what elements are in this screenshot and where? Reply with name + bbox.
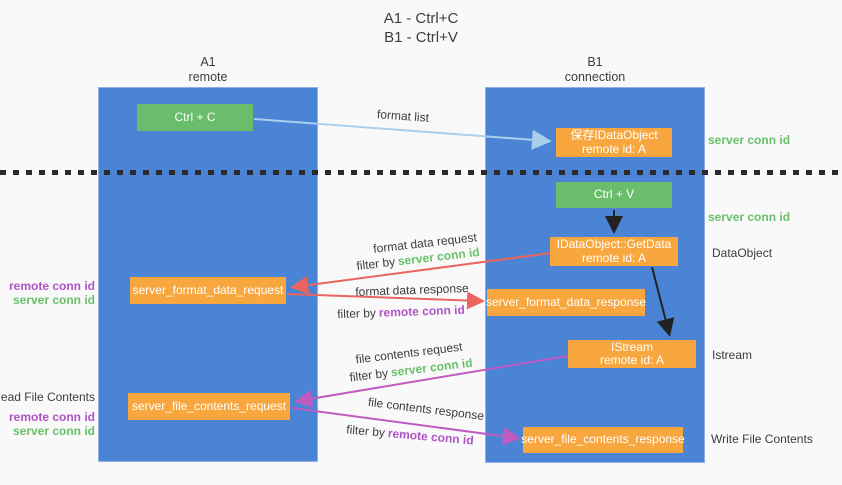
istream-side-label: Istream [712, 348, 753, 362]
server-file-contents-response-node: server_file_contents_response [521, 427, 685, 453]
ctrl-v-label: Ctrl + V [593, 187, 635, 202]
istream-line1: IStream [610, 339, 653, 354]
filter-by-text: filter by [348, 365, 389, 385]
filter-by-text: filter by [336, 305, 377, 322]
column-b-role: connection [564, 70, 626, 84]
dashed-divider [0, 170, 842, 175]
server-conn-id-label-file: server conn id [12, 424, 95, 438]
remote-conn-id-label-format: remote conn id [8, 279, 95, 293]
file-contents-response-text: file contents response [367, 394, 485, 424]
ctrl-v-node: Ctrl + V [556, 182, 672, 208]
save-idataobject-line1: 保存IDataObject [570, 128, 658, 142]
ctrl-c-label: Ctrl + C [174, 109, 216, 124]
idataobject-getdata-line2: remote id: A [581, 250, 647, 265]
column-b-name: B1 [587, 55, 603, 69]
server-file-contents-request-node: server_file_contents_request [128, 393, 290, 420]
istream-line2: remote id: A [599, 353, 665, 367]
remote-conn-id-key: remote conn id [387, 426, 475, 448]
read-file-contents-label: Read File Contents [0, 390, 95, 404]
server-conn-id-label-top: server conn id [708, 133, 791, 147]
server-format-data-response-node: server_format_data_response [485, 289, 647, 316]
server-file-contents-request-label: server_file_contents_request [131, 398, 287, 413]
write-file-contents-label: Write File Contents [711, 432, 813, 446]
server-conn-id-label-mid: server conn id [708, 210, 791, 224]
remote-conn-id-label-file: remote conn id [8, 410, 95, 424]
filter-by-text: filter by [355, 254, 396, 273]
format-data-response-text: format data response [355, 281, 469, 299]
server-file-contents-response-label: server_file_contents_response [521, 432, 685, 447]
diagram-title: A1 - Ctrl+C B1 - Ctrl+V [0, 9, 842, 47]
ctrl-c-node: Ctrl + C [137, 104, 253, 131]
format-list-flow-label: format list [377, 107, 430, 125]
server-conn-id-label-format: server conn id [12, 293, 95, 307]
format-data-response-flow-label: format data response [355, 281, 469, 299]
idataobject-getdata-line1: IDataObject::GetData [556, 237, 672, 251]
title-line-1: A1 - Ctrl+C [383, 10, 459, 27]
save-idataobject-node: 保存IDataObject remote id: A [556, 128, 672, 157]
filter-by-text: filter by [345, 422, 386, 440]
title-line-2: B1 - Ctrl+V [384, 29, 458, 46]
server-format-data-request-label: server_format_data_request [132, 282, 284, 297]
column-a-role: remote [188, 70, 228, 84]
format-list-text: format list [376, 107, 430, 125]
idataobject-getdata-node: IDataObject::GetData remote id: A [550, 237, 678, 266]
column-a-name: A1 [200, 55, 216, 69]
server-format-data-response-label: server_format_data_response [485, 294, 647, 309]
column-a-header: A1 remote [98, 55, 318, 85]
istream-node: IStream remote id: A [568, 340, 696, 368]
save-idataobject-line2: remote id: A [581, 141, 647, 156]
remote-conn-id-key: remote conn id [378, 302, 466, 320]
dataobject-label: DataObject [712, 246, 773, 260]
file-contents-response-flow-label: file contents response [367, 395, 485, 423]
column-b-header: B1 connection [485, 55, 705, 85]
server-format-data-request-node: server_format_data_request [130, 277, 286, 304]
